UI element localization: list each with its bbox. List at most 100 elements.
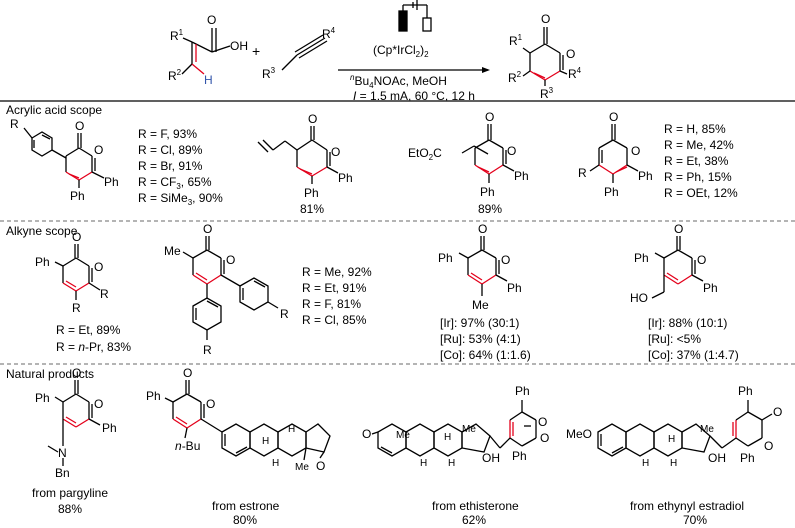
alk1-r1-label: R xyxy=(100,287,109,301)
plus-sign: + xyxy=(252,43,260,59)
nat4-carbonyl-o: O xyxy=(773,405,782,419)
alkyne-compound-4 xyxy=(651,236,704,299)
nat3-carbonyl-o: O xyxy=(538,415,547,429)
nat1-n-label: N xyxy=(58,446,67,460)
nat2-nbu-label: n-Bu xyxy=(175,439,200,453)
nat2-ph-label: Ph xyxy=(146,389,161,403)
nat2-h1-label: H xyxy=(262,436,269,447)
acrylic-compound-1 xyxy=(23,127,105,188)
acr4-ph1-label: Ph xyxy=(638,169,653,183)
acrylic-compound-4 xyxy=(589,124,639,183)
alk2-me-label: Me xyxy=(164,244,181,258)
acr2-carbonyl-o: O xyxy=(308,112,317,126)
nat2-me-label: Me xyxy=(295,462,309,473)
alk3-yield-2: [Ru]: 53% (4:1) xyxy=(440,332,521,346)
product-r4-label: R4 xyxy=(568,66,582,81)
alk4-yield-1: [Ir]: 88% (10:1) xyxy=(648,316,727,330)
nat3-oh-label: OH xyxy=(482,451,500,465)
alk3-ring-o: O xyxy=(501,253,510,267)
nat3-ring-o: O xyxy=(540,431,549,445)
nat4-ring-o: O xyxy=(764,439,773,453)
alk4-ph1-label: Ph xyxy=(634,251,649,265)
alkyne-r4-label: R4 xyxy=(322,26,336,41)
nat3-h3-label: H xyxy=(420,458,427,469)
alkyne-compound-1 xyxy=(54,244,101,300)
acr1-yield-4: R = CF3, 65% xyxy=(138,175,212,191)
nat2-carbonyl-o: O xyxy=(183,366,192,380)
nat2-h3-label: H xyxy=(272,458,279,469)
alk3-yield-3: [Co]: 64% (1:1.6) xyxy=(440,348,531,362)
alk3-ph2-label: Ph xyxy=(507,281,522,295)
section-title-acrylic: Acrylic acid scope xyxy=(6,103,102,117)
alk1-yield-2: R = n-Pr, 83% xyxy=(56,340,131,354)
nat1-ring-o: O xyxy=(94,397,103,411)
alk1-ring-o: O xyxy=(94,260,103,274)
acr4-r-label: R xyxy=(578,166,587,180)
acrylic-compound-3 xyxy=(461,124,515,183)
nat3-h1-label: H xyxy=(444,432,451,443)
nat1-ph1-label: Ph xyxy=(35,391,50,405)
product-r2-label: R2 xyxy=(508,70,522,85)
acrylic-acid-structure xyxy=(181,28,231,75)
alk2-yield-1: R = Me, 92% xyxy=(302,265,372,279)
acr4-ring-o: O xyxy=(631,144,640,158)
catalyst-label: (Cp*IrCl2)2 xyxy=(373,43,429,59)
acr1-ring-o: O xyxy=(94,143,103,157)
alk2-yield-2: R = Et, 91% xyxy=(302,281,367,295)
nat1-ph2-label: Ph xyxy=(102,421,117,435)
nat1-yield: 88% xyxy=(58,502,82,516)
acid-r1-label: R1 xyxy=(170,28,184,43)
salt-solvent-label: nBu4NOAc, MeOH xyxy=(350,73,447,90)
acr1-yield-3: R = Br, 91% xyxy=(138,159,203,173)
alk2-yield-4: R = Cl, 85% xyxy=(302,313,367,327)
alkyne-r3-label: R3 xyxy=(262,66,276,81)
alk4-carbonyl-o: O xyxy=(674,222,683,236)
acr4-ph2-label: Ph xyxy=(604,185,619,199)
nat2-yield: 80% xyxy=(233,513,257,527)
alk1-carbonyl-o: O xyxy=(72,230,81,244)
alk4-yield-3: [Co]: 37% (1:4.7) xyxy=(648,348,739,362)
product-pyranone-general xyxy=(522,27,568,86)
acr3-ring-o: O xyxy=(507,144,516,158)
nat2-h2-label: H xyxy=(288,424,295,435)
acr3-carbonyl-o: O xyxy=(485,110,494,124)
alk4-yield-2: [Ru]: <5% xyxy=(648,332,701,346)
nat3-me2-label: Me xyxy=(462,424,476,435)
alk1-r2-label: R xyxy=(72,301,81,315)
alk4-ph2-label: Ph xyxy=(703,281,718,295)
acrylic-compound-2 xyxy=(257,126,339,184)
alk2-yield-3: R = F, 81% xyxy=(302,297,361,311)
nat4-meo-label: MeO xyxy=(566,427,592,441)
nat3-enone-o: O xyxy=(362,427,371,441)
nat3-ph2-label: Ph xyxy=(512,449,527,463)
nat4-h1-label: H xyxy=(668,434,675,445)
nat4-h3-label: H xyxy=(642,458,649,469)
nat1-bn-label: Bn xyxy=(55,466,70,480)
acr4-carbonyl-o: O xyxy=(609,110,618,124)
acr2-yield: 81% xyxy=(300,202,324,216)
acr4-yield-2: R = Me, 42% xyxy=(664,138,734,152)
natural-product-3 xyxy=(371,400,537,457)
alk4-ring-o: O xyxy=(697,253,706,267)
section-title-natural: Natural products xyxy=(6,367,94,381)
nat3-ph-label: Ph xyxy=(515,384,530,398)
acid-r2-label: R2 xyxy=(168,68,182,83)
acr3-ester-label: EtO2C xyxy=(408,146,442,162)
alk3-yield-1: [Ir]: 97% (30:1) xyxy=(440,316,519,330)
acr1-r-label: R xyxy=(10,117,19,131)
acr4-yield-1: R = H, 85% xyxy=(664,122,726,136)
natural-product-2 xyxy=(164,380,331,461)
nat2-ring-o: O xyxy=(206,397,215,411)
alk2-ring-o: O xyxy=(226,253,235,267)
acr4-yield-5: R = OEt, 12% xyxy=(664,186,738,200)
nat2-ketone-o: O xyxy=(316,459,325,473)
acr2-ring-o: O xyxy=(331,145,340,159)
acr1-yield-5: R = SiMe3, 90% xyxy=(138,191,223,207)
alk2-r2-label: R xyxy=(203,343,212,357)
acr3-ph1-label: Ph xyxy=(514,169,529,183)
natural-product-1 xyxy=(47,380,101,466)
nat1-carbonyl-o: O xyxy=(72,366,81,380)
alk1-yield-1: R = Et, 89% xyxy=(56,323,121,337)
section-title-alkyne: Alkyne scope xyxy=(6,224,78,238)
